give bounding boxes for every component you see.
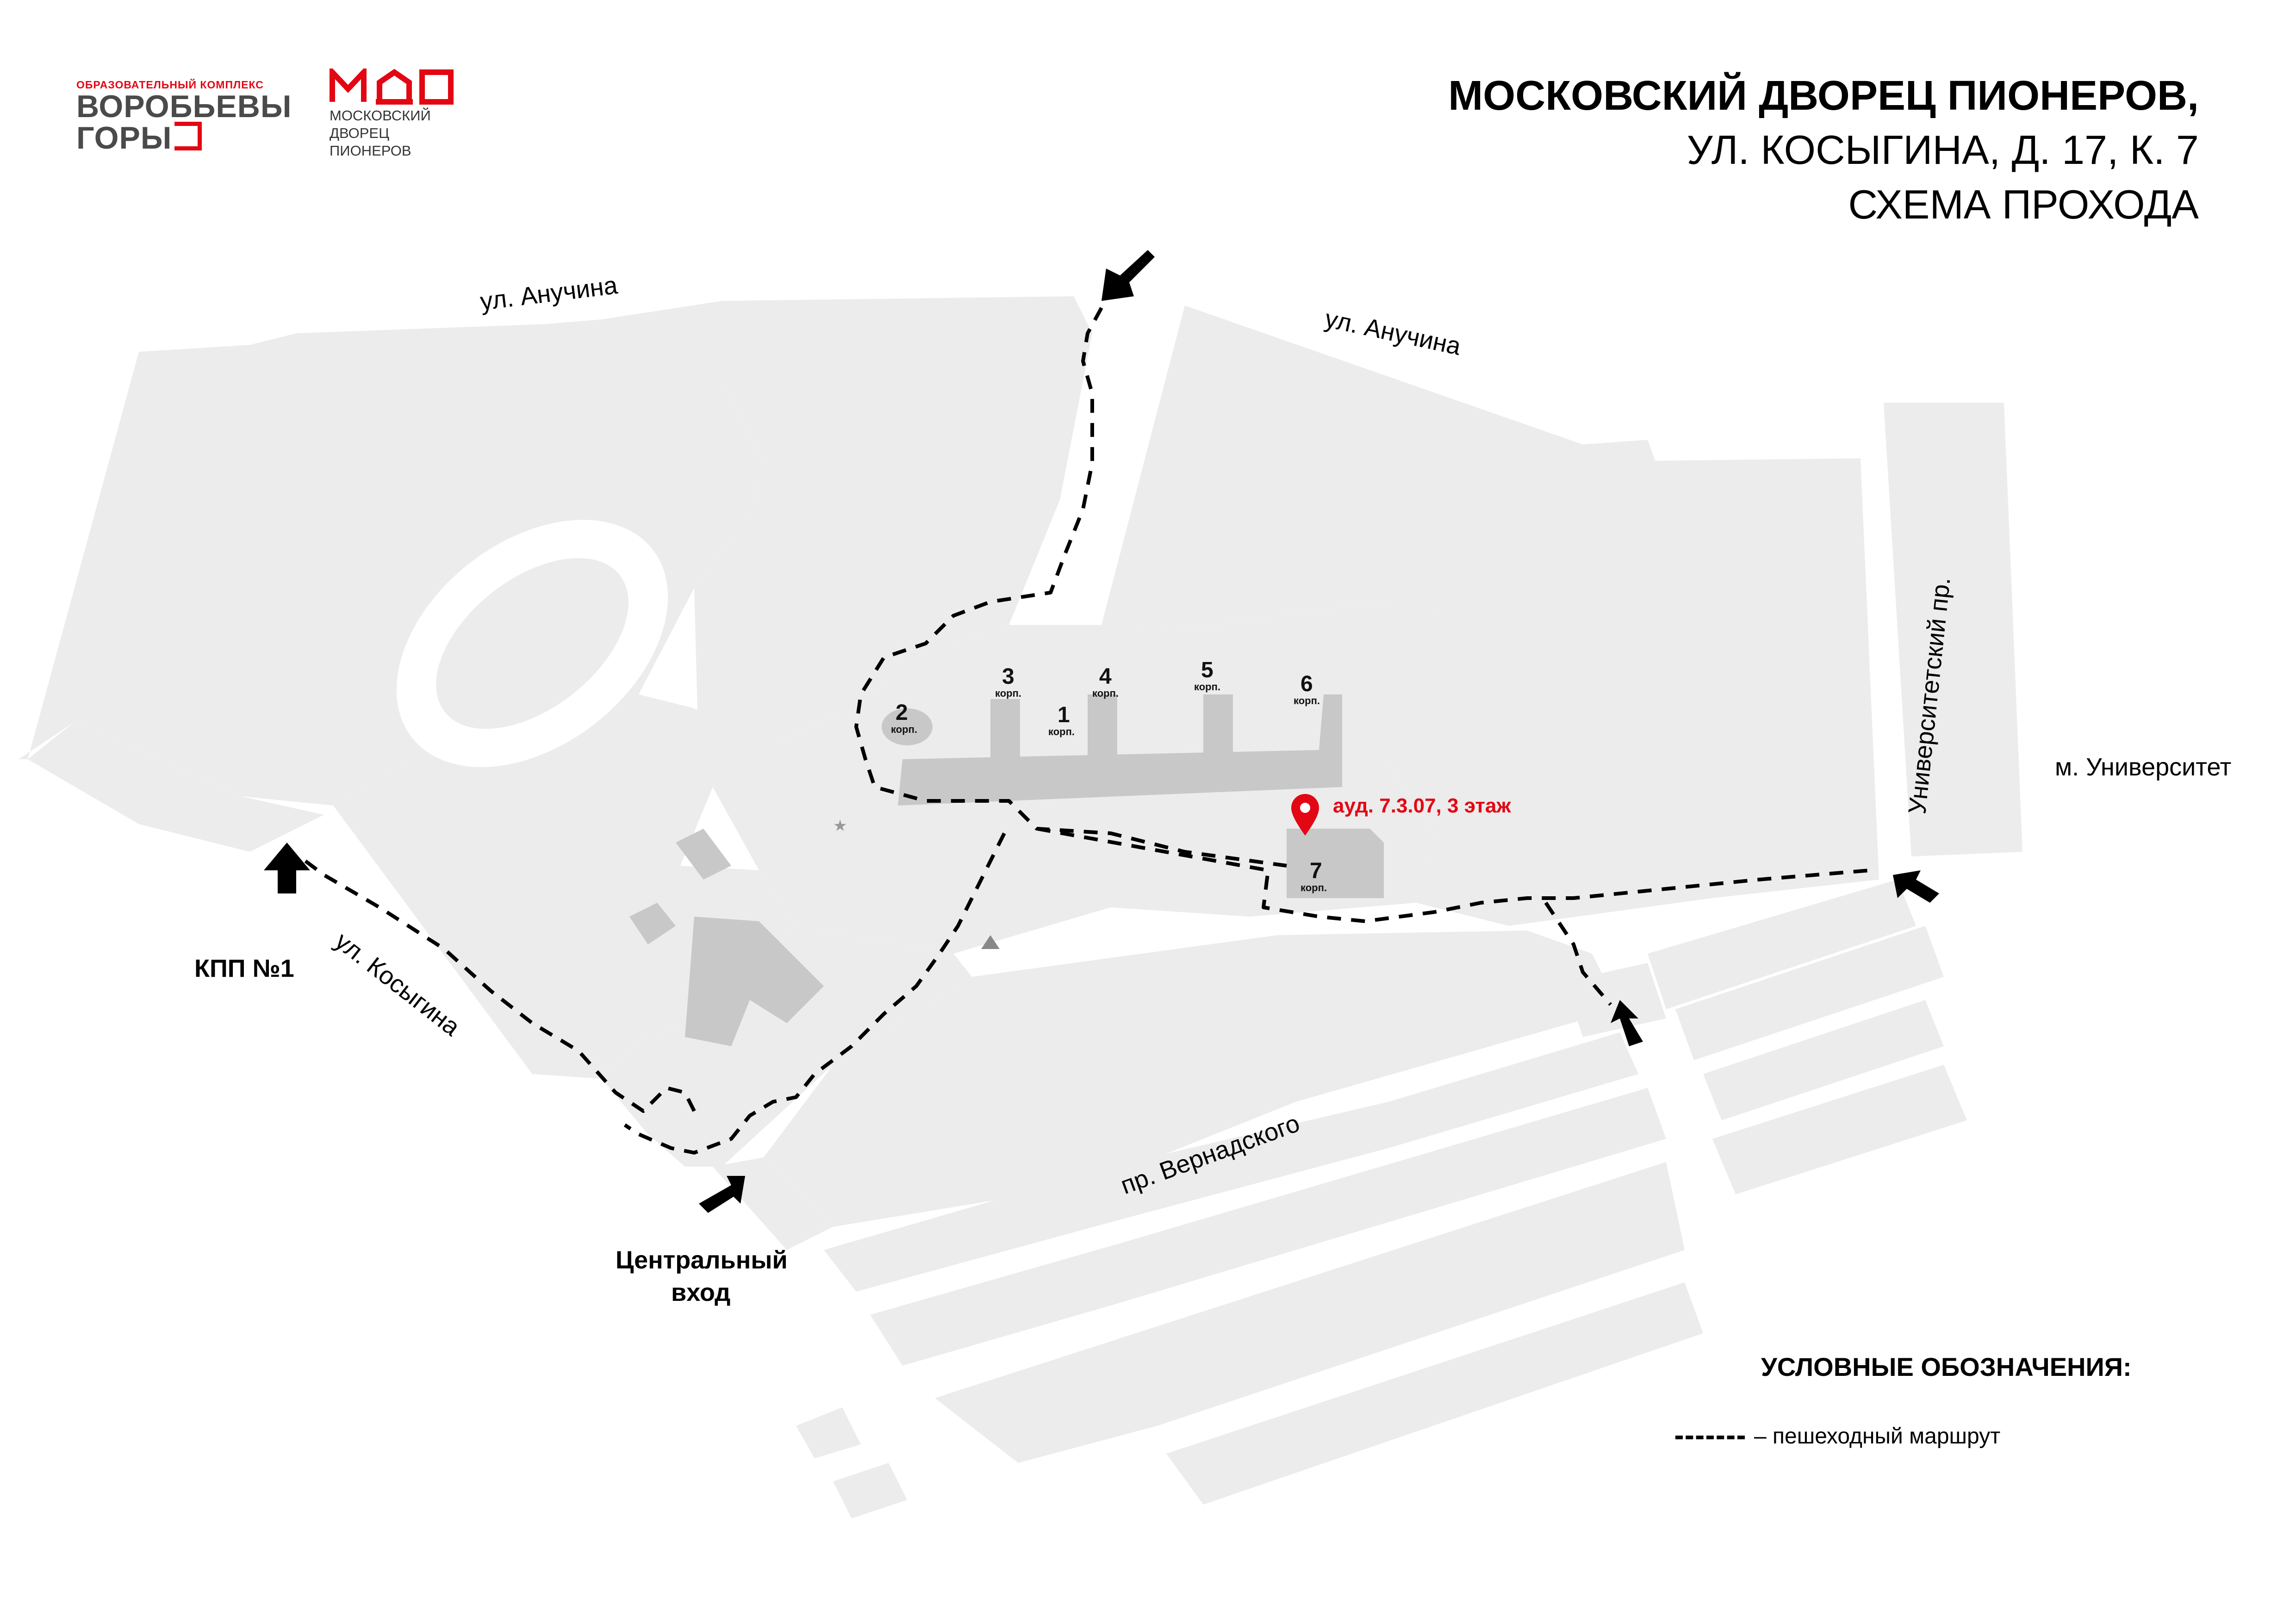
central-entrance-line-2: вход [671,1279,730,1306]
arrow-metro-icon [1893,870,1939,903]
entry-arrows [264,250,1939,1213]
arrow-south-icon [1611,1000,1643,1046]
central-entrance-line-1: Центральный [616,1246,788,1274]
title-line-2: УЛ. КОСЫГИНА, Д. 17, К. 7 [1686,127,2199,173]
destination-label: ауд. 7.3.07, 3 этаж [1333,794,1511,817]
arrow-north-icon [1101,250,1155,301]
building-7-sub: корп. [1300,882,1327,893]
title-line-3: СХЕМА ПРОХОДА [1848,181,2199,227]
building-2: 2 корп. [891,700,917,735]
destination-marker: ауд. 7.3.07, 3 этаж [1291,794,1511,836]
logo-line-2: ГОРЫ [76,122,271,154]
mdp-line-1: МОСКОВСКИЙ [330,107,431,124]
building-1-sub: корп. [1048,726,1075,737]
building-6: 6 корп. [1294,672,1320,706]
metro-label: м. Университет [2055,753,2231,781]
legend-item-label: – пешеходный маршрут [1754,1424,2001,1449]
flag-icon [174,122,202,150]
stadium [396,519,668,768]
mdp-logo: МОСКОВСКИЙ ДВОРЕЦ ПИОНЕРОВ [330,65,468,160]
dashed-line-icon [1675,1436,1745,1439]
building-4: 4 корп. [1092,664,1119,699]
building-2-number: 2 [896,700,908,725]
vorobyovy-gory-logo: ОБРАЗОВАТЕЛЬНЫЙ КОМПЛЕКС ВОРОБЬЕВЫ ГОРЫ [76,79,292,154]
monument-triangle-icon [981,935,1000,949]
building-4-sub: корп. [1092,687,1119,699]
kpp1-label: КПП №1 [194,955,294,982]
mdp-line-3: ПИОНЕРОВ [330,143,411,159]
building-7-number: 7 [1310,859,1322,883]
building-5-number: 5 [1201,658,1213,682]
page-title: МОСКОВСКИЙ ДВОРЕЦ ПИОНЕРОВ, УЛ. КОСЫГИНА… [1448,69,2199,232]
pedestrian-routes [304,307,1870,1155]
building-1: 1 корп. [1048,703,1075,737]
star-icon: ★ [833,817,847,835]
title-line-1: МОСКОВСКИЙ ДВОРЕЦ ПИОНЕРОВ, [1448,73,2199,119]
logo-small-text: ОБРАЗОВАТЕЛЬНЫЙ КОМПЛЕКС [76,79,264,91]
building-6-number: 6 [1300,672,1313,696]
building-3-number: 3 [1002,664,1014,689]
building-5: 5 корп. [1194,658,1220,693]
building-4-number: 4 [1099,664,1112,689]
building-1-number: 1 [1058,703,1070,727]
legend-title: УСЛОВНЫЕ ОБОЗНАЧЕНИЯ: [1761,1352,2132,1381]
ground-areas [19,296,2022,1518]
arrow-kpp1-icon [264,843,310,893]
building-2-sub: корп. [891,724,917,735]
building-5-sub: корп. [1194,681,1220,693]
building-3-sub: корп. [995,687,1021,699]
mdp-logo-mark-icon [330,65,454,105]
mdp-line-2: ДВОРЕЦ [330,125,390,141]
building-6-sub: корп. [1294,695,1320,706]
campus-buildings [629,694,1384,1046]
logo-line-1: ВОРОБЬЕВЫ [76,89,292,124]
location-pin-icon [1291,794,1319,836]
building-3: 3 корп. [995,664,1021,699]
legend-item-route: – пешеходный маршрут [1675,1424,2138,1451]
street-anuchina-west: ул. Анучина [479,271,619,316]
street-anuchina-east: ул. Анучина [1323,305,1464,361]
building-7: 7 корп. [1300,859,1327,893]
arrow-central-icon [699,1176,745,1213]
